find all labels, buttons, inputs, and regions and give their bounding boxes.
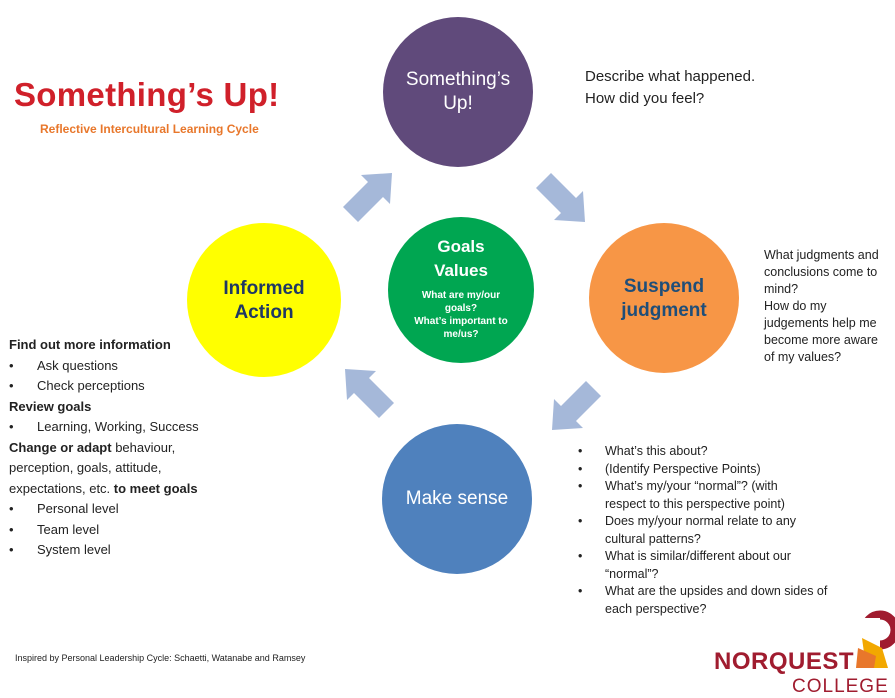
list-item-line: What’s my/your “normal”? (with: [605, 479, 778, 493]
footer-credit: Inspired by Personal Leadership Cycle: S…: [15, 653, 306, 663]
list-levels: Personal level Team level System level: [9, 499, 244, 561]
note-line: What judgments and: [764, 248, 879, 262]
list-item-line: “normal”?: [605, 566, 659, 581]
list-item: Personal level: [9, 499, 244, 520]
list-make-sense: What’s this about? (Identify Perspective…: [578, 443, 868, 618]
list-item: Learning, Working, Success: [9, 417, 244, 438]
change-line-3-pre: expectations, etc.: [9, 480, 114, 496]
arrow-top-to-right: [536, 173, 585, 222]
list-item-line: Does my/your normal relate to any: [605, 514, 797, 528]
label-somethings-up: Something’s Up!: [393, 66, 523, 118]
list-item-line: respect to this perspective point): [605, 496, 785, 511]
label-suspend-line2: judgment: [621, 300, 707, 321]
list-item: What’s my/your “normal”? (with respect to…: [578, 478, 868, 513]
list-item: What are the upsides and down sides of ea…: [578, 583, 868, 618]
center-q1: What are my/our: [421, 289, 501, 301]
note-line: mind?: [764, 282, 799, 296]
logo-sub: COLLEGE: [792, 676, 889, 697]
change-line-3-bold: to meet goals: [113, 480, 198, 496]
circle-goals-values: [388, 217, 534, 363]
arrow-bottom-to-left: [345, 369, 394, 418]
note-line: How did you feel?: [585, 90, 705, 107]
label-values: Values: [434, 260, 488, 280]
label-somethings-up-line2: Up!: [443, 93, 473, 114]
note-line: conclusions come to: [764, 265, 878, 279]
page-title: Something’s Up!: [14, 76, 280, 113]
list-item-line: cultural patterns?: [605, 531, 701, 546]
center-q4: me/us?: [443, 328, 479, 340]
note-line: become more aware: [764, 333, 878, 347]
notes-informed-action: Find out more information Ask questions …: [9, 335, 244, 561]
change-line-3: expectations, etc. to meet goals: [9, 479, 244, 500]
notes-judgments: What judgments and conclusions come to m…: [764, 247, 895, 366]
center-q2: goals?: [444, 302, 478, 314]
label-informed-action: Informed Action: [199, 275, 329, 327]
list-item: Check perceptions: [9, 376, 244, 397]
list-item-line: What’s this about?: [605, 444, 708, 458]
label-suspend-line1: Suspend: [623, 276, 705, 297]
label-suspend-judgment: Suspend judgment: [599, 273, 729, 325]
notes-make-sense: What’s this about? (Identify Perspective…: [578, 443, 868, 618]
list-item: Does my/your normal relate to any cultura…: [578, 513, 868, 548]
list-item-line: What are the upsides and down sides of: [605, 584, 828, 598]
label-informed-line2: Action: [234, 302, 294, 323]
list-item-line: each perspective?: [605, 601, 707, 616]
change-rest: behaviour,: [111, 439, 176, 455]
note-line: of my values?: [764, 350, 842, 364]
list-item: Ask questions: [9, 356, 244, 377]
heading-review-goals: Review goals: [9, 398, 92, 414]
list-item: Team level: [9, 520, 244, 541]
label-goals: Goals: [437, 236, 485, 256]
note-line: Describe what happened.: [585, 68, 756, 85]
label-goals-values: Goals Values What are my/our goals? What…: [401, 220, 521, 355]
label-somethings-up-line1: Something’s: [405, 69, 511, 90]
arrow-right-to-bottom: [552, 381, 601, 430]
list-item: What is similar/different about our “norm…: [578, 548, 868, 583]
logo-name: NORQUEST: [714, 648, 855, 675]
list-review-goals: Learning, Working, Success: [9, 417, 244, 438]
label-make-sense-line1: Make sense: [405, 488, 509, 509]
circle-suspend-judgment: [589, 223, 739, 373]
note-line: judgements help me: [764, 316, 877, 330]
label-make-sense: Make sense: [392, 486, 522, 512]
norquest-logo-icon: [848, 610, 895, 668]
list-find-out: Ask questions Check perceptions: [9, 356, 244, 397]
notes-describe: Describe what happened. How did you feel…: [585, 66, 755, 110]
page-subtitle: Reflective Intercultural Learning Cycle: [40, 122, 259, 136]
circle-make-sense: [382, 424, 532, 574]
list-item: System level: [9, 540, 244, 561]
list-item-line: What is similar/different about our: [605, 549, 791, 563]
list-item: (Identify Perspective Points): [578, 461, 868, 479]
change-line-2: perception, goals, attitude,: [9, 460, 162, 475]
list-item: What’s this about?: [578, 443, 868, 461]
center-q3: What’s important to: [414, 315, 508, 327]
label-informed-line1: Informed: [223, 278, 305, 299]
circle-somethings-up: [383, 17, 533, 167]
change-bold: Change or adapt: [9, 439, 112, 455]
arrow-left-to-top: [343, 173, 392, 222]
heading-find-out: Find out more information: [9, 337, 171, 352]
list-item-line: (Identify Perspective Points): [605, 461, 761, 476]
circle-informed-action: [187, 223, 341, 377]
change-line: Change or adapt behaviour,: [9, 438, 244, 459]
note-line: How do my: [764, 299, 827, 313]
